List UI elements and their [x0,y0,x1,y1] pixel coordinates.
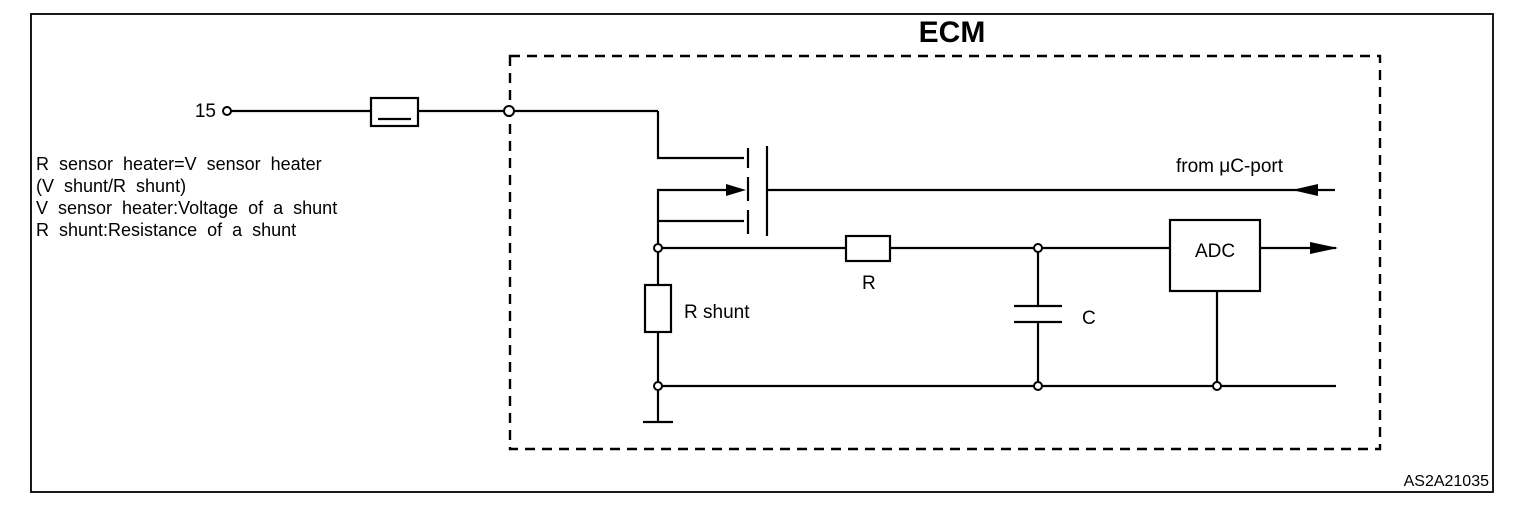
capacitor-label: C [1082,308,1096,329]
gate-control-arrow [1292,184,1318,196]
mosfet-body-wire [656,188,728,248]
adc-output-arrow [1310,242,1338,254]
ground-node-adc [1212,381,1222,391]
adc-block [1168,218,1262,293]
resistor-r-label: R [862,273,876,294]
capacitor-top-node [1033,243,1043,253]
outer-frame [30,13,1494,493]
terminal-15-label: 15 [195,101,216,122]
terminal-15-node [222,106,232,116]
ground-node-shunt [653,381,663,391]
adc-label: ADC [1195,241,1235,262]
formula-line-2: (V shunt/R shunt) [36,176,186,196]
uc-port-label: from μC-port [1176,156,1284,177]
ground-node-capacitor [1033,381,1043,391]
formula-line-4: R shunt:Resistance of a shunt [36,220,296,240]
shunt-top-node [653,243,663,253]
resistor-r-symbol [844,234,892,263]
mosfet-drain-wire [656,111,744,160]
ecm-boundary [508,54,1382,451]
ecm-label: ECM [919,16,986,49]
reference-code: AS2A21035 [1404,473,1490,490]
shunt-resistor-symbol [643,283,673,334]
formula-line-1: R sensor heater=V sensor heater [36,154,322,174]
shunt-label: R shunt [684,302,750,323]
formula-line-3: V sensor heater:Voltage of a shunt [36,198,337,218]
ecm-connector-node [503,105,515,117]
mosfet-body-arrow [726,184,746,196]
fuse-symbol [369,96,420,128]
